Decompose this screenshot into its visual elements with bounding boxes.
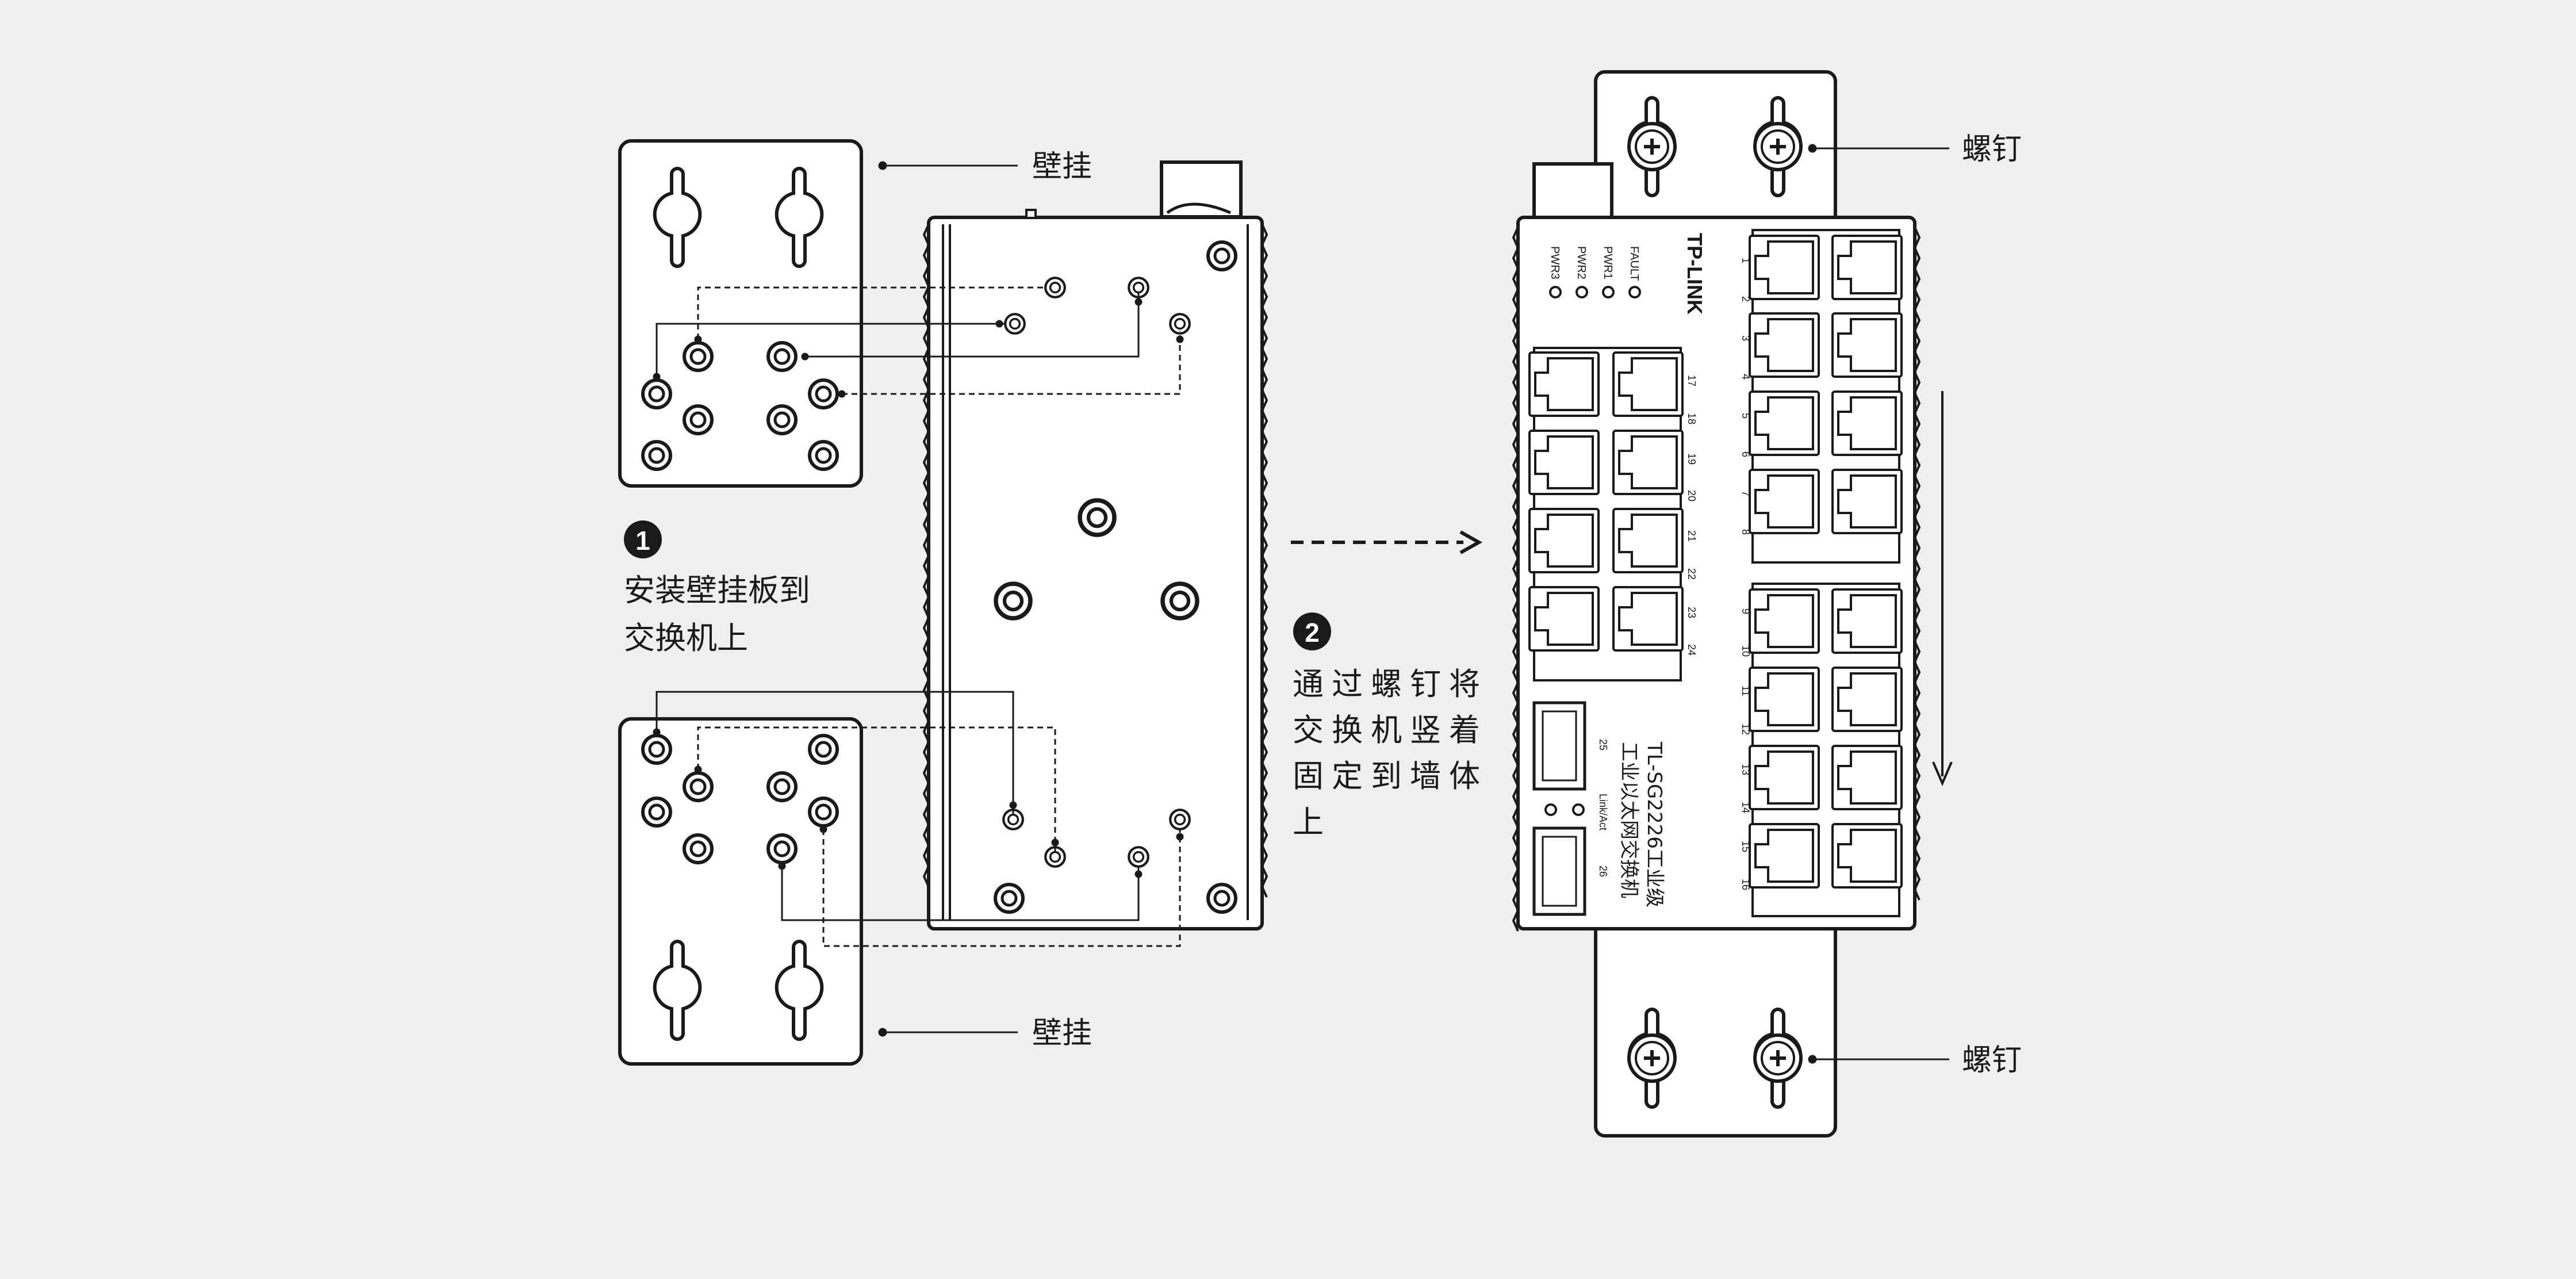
port-label-22: 22 xyxy=(1686,568,1697,580)
sfp-label-25: 25 xyxy=(1597,739,1609,750)
link-act-label: Link/Act xyxy=(1597,794,1609,830)
port-label-20: 20 xyxy=(1686,490,1697,501)
step-2-line-4: 上 xyxy=(1293,804,1324,840)
wall-mount-label-bottom: 壁挂 xyxy=(1032,1016,1092,1051)
port-label-2: 2 xyxy=(1740,296,1751,302)
port-label-24: 24 xyxy=(1686,644,1697,656)
wall-plate-bottom xyxy=(618,717,863,1066)
model-description: 工业以太网交换机 xyxy=(1617,742,1640,898)
port-label-3: 3 xyxy=(1740,335,1751,341)
sfp-label-26: 26 xyxy=(1597,866,1609,877)
switch-front-view: TP-LINK FAULT PWR1 PWR2 PWR3 17 18 19 20… xyxy=(1512,70,1921,1138)
step-1: 1 安装壁挂板到 交换机上 xyxy=(624,520,810,656)
led-fault-label: FAULT xyxy=(1628,246,1640,281)
wall-plate-top xyxy=(618,139,863,488)
led-pwr3-label: PWR3 xyxy=(1548,246,1561,279)
port-label-7: 7 xyxy=(1740,491,1751,496)
screw-label-bottom: 螺钉 xyxy=(1962,1043,2022,1078)
port-label-21: 21 xyxy=(1686,530,1697,542)
port-label-14: 14 xyxy=(1740,802,1751,813)
led-pwr3 xyxy=(1549,286,1562,298)
led-pwr2-label: PWR2 xyxy=(1575,246,1588,279)
brand-logo: TP-LINK xyxy=(1683,233,1707,315)
step-2-line-2: 交换机竖着 xyxy=(1293,712,1488,748)
port-label-4: 4 xyxy=(1740,374,1751,380)
led-pwr2 xyxy=(1575,286,1588,298)
port-label-11: 11 xyxy=(1740,686,1751,696)
sfp-port-25 xyxy=(1532,701,1586,791)
step-1-line-2: 交换机上 xyxy=(624,620,748,656)
port-label-18: 18 xyxy=(1686,413,1697,424)
leader-lines-right xyxy=(1808,144,1949,1064)
port-label-5: 5 xyxy=(1740,413,1751,419)
port-label-8: 8 xyxy=(1740,529,1751,535)
step-1-line-1: 安装壁挂板到 xyxy=(624,572,810,608)
port-label-23: 23 xyxy=(1686,607,1697,618)
switch-back-view xyxy=(922,160,1268,930)
screw-label-top: 螺钉 xyxy=(1962,132,2022,167)
step-2-line-1: 通过螺钉将 xyxy=(1293,666,1488,702)
wall-mount-label-top: 壁挂 xyxy=(1032,150,1092,184)
port-label-9: 9 xyxy=(1740,608,1751,614)
port-label-10: 10 xyxy=(1740,645,1751,657)
port-label-19: 19 xyxy=(1686,453,1697,465)
model-name: TL-SG2226工业级 xyxy=(1643,741,1666,907)
led-fault xyxy=(1628,286,1641,298)
step-1-number: 1 xyxy=(635,526,650,556)
port-label-1: 1 xyxy=(1740,258,1751,263)
port-label-12: 12 xyxy=(1740,723,1751,735)
down-arrow-icon xyxy=(1932,391,1953,787)
step-2: 2 通过螺钉将 交换机竖着 固定到墙体 上 xyxy=(1291,530,1488,840)
leader-lines-left xyxy=(878,161,1018,1037)
led-pwr1 xyxy=(1602,286,1615,298)
alignment-guides xyxy=(653,286,1184,947)
port-label-17: 17 xyxy=(1686,375,1697,386)
port-label-15: 15 xyxy=(1740,841,1751,852)
port-label-16: 16 xyxy=(1740,879,1751,890)
sfp-port-26 xyxy=(1532,826,1586,916)
step-2-line-3: 固定到墙体 xyxy=(1293,758,1488,794)
port-label-13: 13 xyxy=(1740,764,1751,775)
led-pwr1-label: PWR1 xyxy=(1601,246,1614,279)
step-2-number: 2 xyxy=(1305,618,1320,648)
port-label-6: 6 xyxy=(1740,451,1751,457)
